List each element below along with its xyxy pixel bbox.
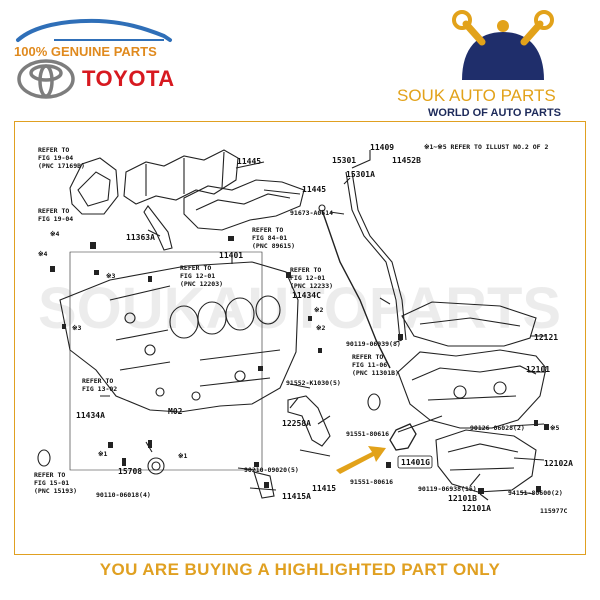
refer-fig-19-04-b-line2: FIG 19-04 (38, 215, 73, 223)
refer-fig-11-06-line2: FIG 11-06 (352, 361, 387, 369)
dipstick-part (321, 209, 391, 369)
mark-1b: ※1 (178, 452, 187, 460)
hardware-markers (50, 236, 549, 494)
part-label-90126: 90126-06028(2) (470, 424, 525, 432)
upper-oil-pan-part (397, 349, 547, 429)
timing-cover-part (69, 157, 119, 215)
refer-fig-19-04-a-line1: REFER TO (38, 146, 69, 154)
part-label-15708: 15708 (118, 467, 142, 476)
part-label-11445b: 11445 (302, 185, 326, 194)
part-label-11401g-highlighted: 11401G (401, 458, 430, 467)
refer-fig-12-01-a-line3: (PNC 12203) (180, 280, 223, 288)
watermark: SOUKAUTOPARTS (38, 276, 561, 341)
dipstick-tube-part (345, 171, 401, 341)
refer-fig-19-04-b-line1: REFER TO (38, 207, 69, 215)
refer-fig-12-01-b-line1: REFER TO (290, 266, 321, 274)
refer-fig-84-01-line2: FIG 84-01 (252, 234, 287, 242)
part-label-90119b: 90119-06938(15) (418, 485, 477, 493)
refer-fig-12-01-a-line2: FIG 12-01 (180, 272, 215, 280)
part-label-15301a: 15301A (346, 170, 375, 179)
part-label-11434c: 11434C (292, 291, 321, 300)
part-label-11363a: 11363A (126, 233, 155, 242)
part-label-12258a: 12258A (282, 419, 311, 428)
mark-1a: ※1 (98, 450, 107, 458)
part-label-90210: 90210-09020(5) (244, 466, 299, 474)
mark-2b: ※2 (314, 306, 323, 314)
genuine-parts-text: 100% GENUINE PARTS (14, 44, 157, 59)
part-label-12101a: 12101A (462, 504, 491, 513)
toyota-logo-icon (17, 59, 75, 99)
part-label-90110: 90110-06018(4) (96, 491, 151, 499)
mark-4b: ※4 (38, 250, 47, 258)
refer-fig-84-01-line1: REFER TO (252, 226, 283, 234)
part-label-90119a: 90119-06939(8) (346, 340, 401, 348)
part-label-12121: 12121 (534, 333, 558, 342)
brand-name: TOYOTA (82, 66, 175, 91)
part-label-91551a: 91551-80616 (346, 430, 389, 438)
diagram-frame (14, 121, 586, 555)
refer-fig-15-01-line3: (PNC 15193) (34, 487, 77, 495)
mark-2a: ※2 (316, 324, 325, 332)
illustration-id: 115977C (540, 507, 567, 515)
part-drawings (37, 149, 547, 501)
part-label-12102a: 12102A (544, 459, 573, 468)
part-label-91551b: 91551-80616 (350, 478, 393, 486)
part-label-11409: 11409 (370, 143, 394, 152)
refer-fig-19-04-a-line2: FIG 19-04 (38, 154, 73, 162)
strainer-part (287, 395, 331, 447)
part-label-12101: 12101 (526, 365, 550, 374)
refer-fig-12-01-b-line3: (PNC 12233) (290, 282, 333, 290)
mark-5: ※5 (550, 424, 559, 432)
part-label-11452b: 11452B (392, 156, 421, 165)
mark-3b: ※3 (72, 324, 81, 332)
mark-4a: ※4 (50, 230, 59, 238)
part-label-11401: 11401 (219, 251, 243, 260)
gasket-part (183, 179, 305, 231)
bracket-part (143, 205, 173, 251)
note-text: ※1∼※5 REFER TO ILLUST NO.2 OF 2 (424, 143, 548, 151)
lower-oil-pan-part (435, 429, 537, 493)
bearing-caps-part (123, 149, 239, 205)
engine-block-part (59, 261, 299, 413)
baffle-plate-part (401, 301, 537, 347)
refer-fig-13-02-line2: FIG 13-02 (82, 385, 117, 393)
refer-fig-11-06-line1: REFER TO (352, 353, 383, 361)
part-label-15301: 15301 (332, 156, 356, 165)
part-label-91552: 91552-K1030(5) (286, 379, 341, 387)
seller-name: SOUK AUTO PARTS (397, 86, 556, 105)
refer-fig-84-01-line3: (PNC 89615) (252, 242, 295, 250)
souk-logo-icon (452, 10, 554, 80)
part-label-94151: 94151-80600(2) (508, 489, 563, 497)
refer-fig-12-01-b-line2: FIG 12-01 (290, 274, 325, 282)
seller-tagline: WORLD OF AUTO PARTS (428, 107, 562, 119)
car-icon (16, 18, 172, 42)
part-label-11415: 11415 (312, 484, 336, 493)
header: 100% GENUINE PARTS TOYOTA SOUK AUTO PART… (0, 0, 600, 119)
refer-fig-12-01-a-line1: REFER TO (180, 264, 211, 272)
highlight-arrow-icon (336, 446, 386, 474)
part-label-11415a: 11415A (282, 492, 311, 501)
refer-fig-11-06-line3: (PNC 11301B) (352, 369, 399, 377)
footer-notice: YOU ARE BUYING A HIGHLIGHTED PART ONLY (99, 560, 501, 579)
refer-fig-15-01-line2: FIG 15-01 (34, 479, 69, 487)
part-label-m02: M02 (168, 407, 183, 416)
part-label-91673: 91673-A0614 (290, 209, 333, 217)
mark-3a: ※3 (106, 272, 115, 280)
oil-seal-part (389, 423, 417, 451)
refer-fig-19-04-a-line3: (PNC 17169B) (38, 162, 85, 170)
highlight-label-box (397, 455, 433, 469)
part-label-11434a: 11434A (76, 411, 105, 420)
refer-fig-13-02-line1: REFER TO (82, 377, 113, 385)
part-label-12101b: 12101B (448, 494, 477, 503)
refer-fig-15-01-line1: REFER TO (34, 471, 65, 479)
part-label-11445a: 11445 (237, 157, 261, 166)
